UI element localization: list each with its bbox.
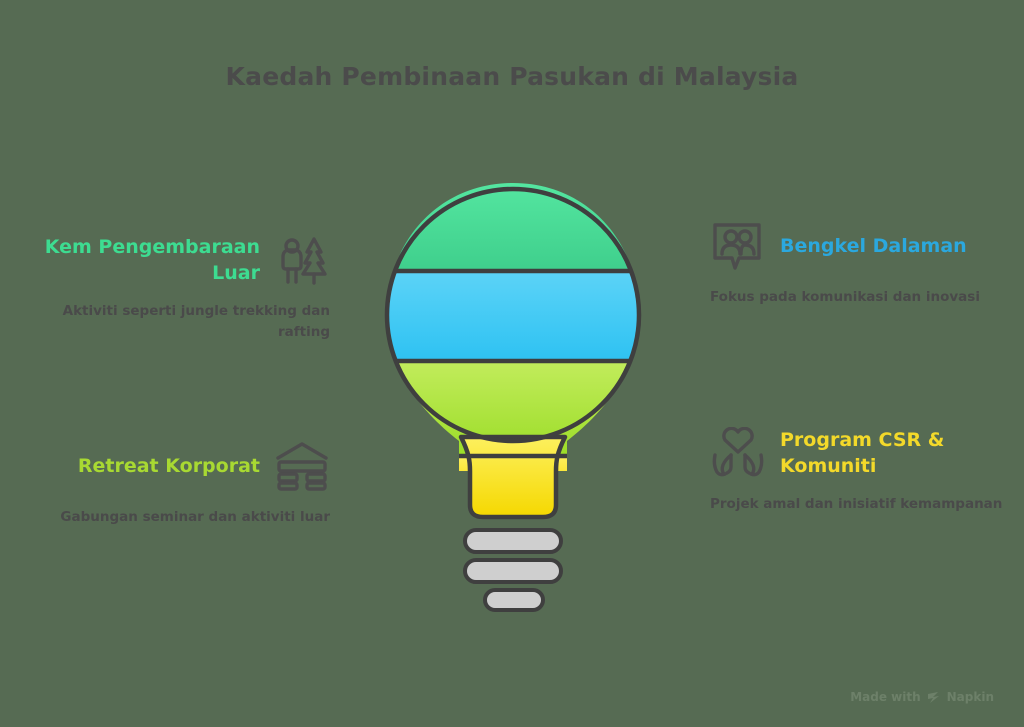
- item-retreat-header: Retreat Korporat: [40, 438, 330, 494]
- napkin-logo-icon: [927, 691, 939, 703]
- watermark-prefix: Made with: [850, 690, 921, 704]
- item-workshop[interactable]: Bengkel Dalaman Fokus pada komunikasi da…: [710, 218, 1010, 308]
- item-retreat-title: Retreat Korporat: [77, 454, 260, 477]
- heart-hands-icon: [710, 425, 766, 481]
- item-outdoor[interactable]: Kem Pengembaraan Luar Aktiviti seperti j…: [40, 232, 330, 343]
- item-retreat[interactable]: Retreat Korporat Gabungan seminar dan ak…: [40, 438, 330, 528]
- watermark-brand: Napkin: [946, 690, 994, 704]
- item-retreat-description: Gabungan seminar dan aktiviti luar: [60, 509, 330, 525]
- item-workshop-title: Bengkel Dalaman: [780, 234, 967, 257]
- bulb-base-ring-2: [463, 558, 563, 584]
- item-workshop-header: Bengkel Dalaman: [710, 218, 1010, 274]
- page-title: Kaedah Pembinaan Pasukan di Malaysia: [225, 62, 799, 91]
- bulb-base-ring-1: [463, 528, 563, 554]
- light-bulb-illustration: [373, 175, 653, 625]
- watermark: Made with Napkin: [850, 690, 994, 704]
- item-outdoor-description: Aktiviti seperti jungle trekking dan raf…: [62, 303, 330, 340]
- speech-bubble-people-icon: [710, 218, 766, 274]
- item-outdoor-header: Kem Pengembaraan Luar: [40, 232, 330, 288]
- item-outdoor-title: Kem Pengembaraan Luar: [44, 235, 260, 284]
- building-icon: [274, 438, 330, 494]
- bulb-base-ring-3: [483, 588, 545, 612]
- item-csr-title: Program CSR & Komuniti: [780, 428, 945, 477]
- hiker-tree-icon: [274, 232, 330, 288]
- bulb-globe-outline: [384, 186, 642, 444]
- item-csr[interactable]: Program CSR & Komuniti Projek amal dan i…: [710, 425, 1010, 515]
- item-workshop-description: Fokus pada komunikasi dan inovasi: [710, 289, 980, 305]
- item-csr-header: Program CSR & Komuniti: [710, 425, 1010, 481]
- light-bulb-svg: [384, 183, 642, 612]
- bulb-band-blue: [387, 271, 639, 361]
- item-csr-description: Projek amal dan inisiatif kemampanan: [710, 496, 1003, 512]
- bulb-neck: [458, 434, 568, 520]
